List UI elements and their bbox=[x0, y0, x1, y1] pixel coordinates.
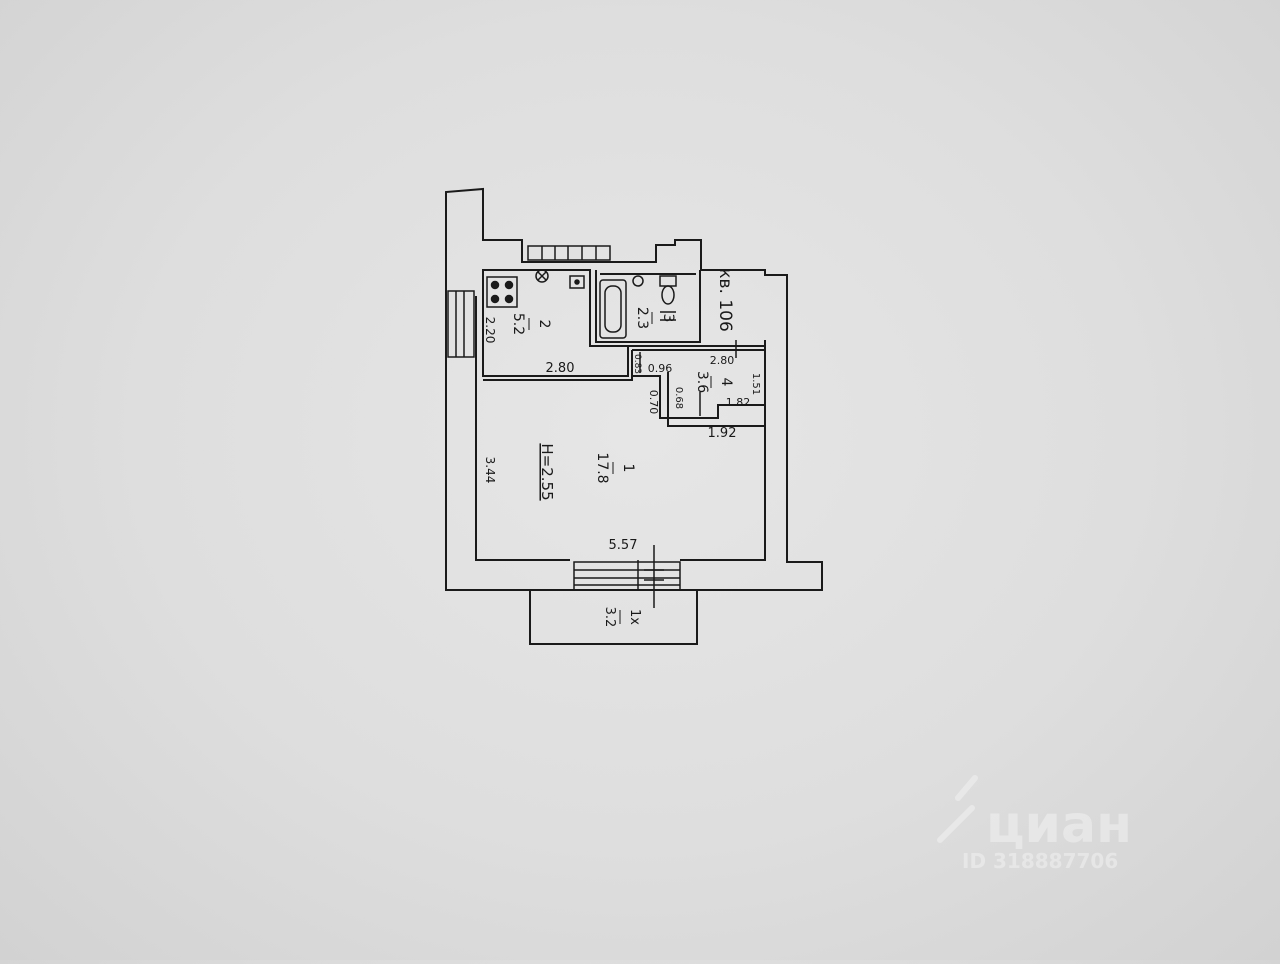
stove-icon bbox=[486, 276, 518, 308]
room-3-area: 2.3 bbox=[634, 307, 650, 329]
dim-corridor-height: 0.83 bbox=[632, 354, 642, 374]
balcony bbox=[529, 589, 698, 645]
door-marks bbox=[639, 311, 737, 416]
labels: кв. 106 H=2.55 1 17.8 2 5.2 3 2.3 4 3.6 … bbox=[483, 268, 761, 627]
watermark-id: ID 318887706 bbox=[962, 849, 1118, 873]
washbasin-icon bbox=[632, 275, 644, 287]
dim-room2-height: 2.20 bbox=[483, 317, 497, 344]
dim-hall-bottom-width: 1.92 bbox=[708, 426, 737, 441]
left-window bbox=[447, 290, 475, 358]
outer-wall bbox=[445, 187, 823, 591]
ceiling-height: H=2.55 bbox=[538, 443, 556, 500]
toilet-icon bbox=[659, 275, 677, 305]
kitchen-radiator bbox=[527, 245, 611, 261]
gas-valve-icon bbox=[535, 269, 549, 283]
dim-hall-right-height: 1.51 bbox=[750, 373, 761, 395]
room-1-number: 1 bbox=[620, 464, 636, 473]
inner-left-wall bbox=[475, 296, 570, 561]
kitchen-sink-icon bbox=[569, 275, 585, 289]
dim-room1-width: 5.57 bbox=[609, 538, 638, 553]
room-4-number: 4 bbox=[718, 378, 734, 387]
balcony-area: 3.2 bbox=[602, 607, 617, 628]
room-2-number: 2 bbox=[536, 320, 552, 329]
dim-hall-top-width: 2.80 bbox=[710, 354, 735, 367]
room-4-area: 3.6 bbox=[694, 371, 710, 393]
dim-step-b: 0.70 bbox=[647, 390, 660, 415]
room-1-area: 17.8 bbox=[594, 452, 610, 483]
watermark-brand: циан bbox=[986, 795, 1132, 855]
dim-room1-height: 3.44 bbox=[483, 457, 497, 484]
walls bbox=[445, 187, 823, 591]
watermark-logo-icon bbox=[937, 775, 978, 843]
dim-hall-inner-width: 1.82 bbox=[726, 396, 751, 409]
dim-step-a: 0.68 bbox=[673, 387, 684, 409]
watermark: циан ID 318887706 bbox=[937, 775, 1132, 873]
apartment-label: кв. 106 bbox=[715, 268, 735, 332]
balcony-number: 1х bbox=[627, 609, 642, 625]
bathtub-icon bbox=[599, 279, 627, 339]
dim-corridor-width: 0.96 bbox=[648, 362, 673, 375]
room-2-area: 5.2 bbox=[510, 313, 526, 335]
bathroom-walls bbox=[595, 270, 701, 343]
hall-walls bbox=[628, 345, 765, 351]
room-3-number: 3 bbox=[660, 314, 676, 323]
balcony-threshold bbox=[573, 545, 681, 608]
dim-room2-width: 2.80 bbox=[546, 361, 575, 376]
